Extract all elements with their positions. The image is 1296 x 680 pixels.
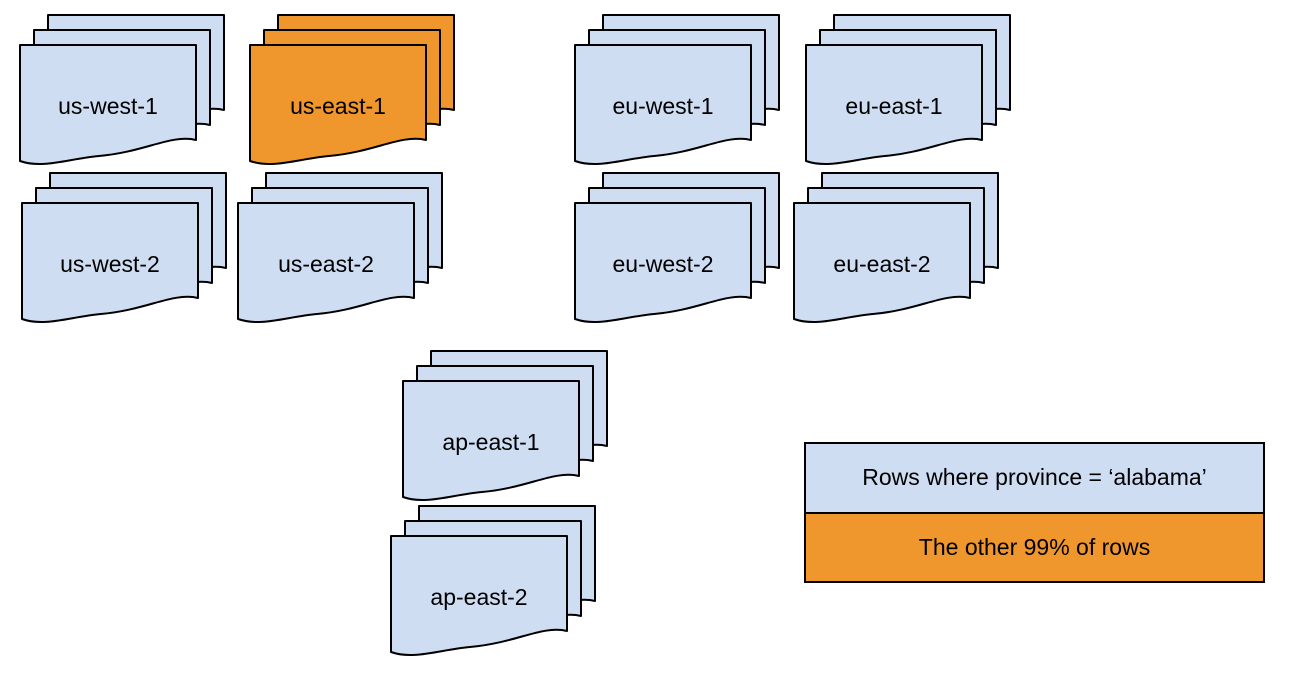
region-stack-us-west-2: us-west-2 [21, 172, 227, 330]
document-front-sheet-icon [249, 44, 427, 166]
region-stack-eu-east-1: eu-east-1 [805, 14, 1011, 172]
region-label-us-east-1: us-east-1 [290, 93, 386, 119]
region-label-us-west-1: us-west-1 [58, 93, 158, 119]
region-label-eu-west-2: eu-west-2 [612, 251, 714, 277]
region-label-eu-east-2: eu-east-2 [833, 251, 931, 277]
region-stack-ap-east-1: ap-east-1 [402, 350, 608, 508]
region-label-eu-west-1: eu-west-1 [612, 93, 714, 119]
document-front-sheet-icon [402, 380, 580, 502]
document-front-sheet-icon [793, 202, 971, 324]
legend-item-label: The other 99% of rows [918, 533, 1151, 560]
document-front-sheet-icon [237, 202, 415, 324]
legend-item-other-rows: The other 99% of rows [806, 513, 1263, 581]
document-front-sheet-icon [574, 44, 752, 166]
document-front-sheet-icon [390, 535, 568, 657]
region-stack-us-east-1: us-east-1 [249, 14, 455, 172]
region-stack-eu-east-2: eu-east-2 [793, 172, 999, 330]
region-label-eu-east-1: eu-east-1 [845, 93, 943, 119]
region-label-us-west-2: us-west-2 [60, 251, 160, 277]
legend: Rows where province = ‘alabama’ The othe… [804, 442, 1265, 583]
region-stack-ap-east-2: ap-east-2 [390, 505, 596, 663]
document-front-sheet-icon [574, 202, 752, 324]
document-front-sheet-icon [19, 44, 197, 166]
document-front-sheet-icon [805, 44, 983, 166]
region-stack-eu-west-1: eu-west-1 [574, 14, 780, 172]
region-stack-eu-west-2: eu-west-2 [574, 172, 780, 330]
document-front-sheet-icon [21, 202, 199, 324]
region-label-ap-east-2: ap-east-2 [430, 584, 528, 610]
region-label-us-east-2: us-east-2 [278, 251, 374, 277]
region-stack-us-east-2: us-east-2 [237, 172, 443, 330]
region-stack-us-west-1: us-west-1 [19, 14, 225, 172]
legend-item-label: Rows where province = ‘alabama’ [862, 464, 1207, 491]
region-label-ap-east-1: ap-east-1 [442, 429, 540, 455]
legend-item-alabama-rows: Rows where province = ‘alabama’ [806, 444, 1263, 514]
